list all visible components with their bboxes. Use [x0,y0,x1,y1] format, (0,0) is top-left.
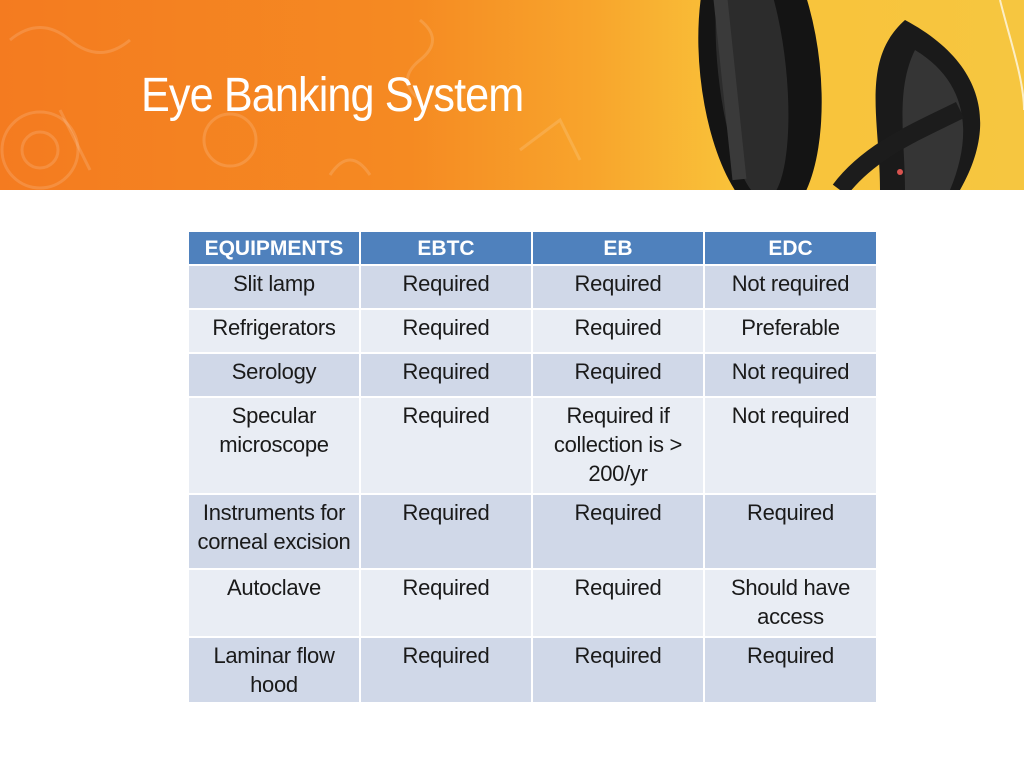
table-row: Laminar flow hood Required Required Requ… [187,636,878,704]
cell-edc: Not required [703,396,878,495]
header-eb: EB [531,230,705,266]
table-header-row: EQUIPMENTS EBTC EB EDC [187,230,878,266]
cell-equipment: Serology [187,352,361,398]
cell-edc: Preferable [703,308,878,354]
table-row: Serology Required Required Not required [187,352,878,398]
cell-eb: Required [531,352,705,398]
cell-edc: Not required [703,264,878,310]
equipment-table: EQUIPMENTS EBTC EB EDC Slit lamp Require… [187,230,878,704]
slide-title: Eye Banking System [141,69,524,122]
cell-edc: Required [703,636,878,704]
cell-equipment: Refrigerators [187,308,361,354]
cell-equipment: Autoclave [187,568,361,638]
cell-eb: Required [531,493,705,570]
table-row: Autoclave Required Required Should have … [187,568,878,638]
cell-equipment: Laminar flow hood [187,636,361,704]
cell-eb: Required [531,264,705,310]
cell-ebtc: Required [359,308,533,354]
header-edc: EDC [703,230,878,266]
cell-ebtc: Required [359,264,533,310]
cell-ebtc: Required [359,568,533,638]
banner-decoration [0,0,1024,190]
cell-equipment: Instruments for corneal excision [187,493,361,570]
cell-eb: Required [531,636,705,704]
header-equipments: EQUIPMENTS [187,230,361,266]
cell-edc: Should have access [703,568,878,638]
cell-eb: Required [531,568,705,638]
header-ebtc: EBTC [359,230,533,266]
cell-ebtc: Required [359,636,533,704]
cell-eb: Required if collection is > 200/yr [531,396,705,495]
cell-ebtc: Required [359,352,533,398]
table-row: Slit lamp Required Required Not required [187,264,878,310]
cell-edc: Required [703,493,878,570]
table-row: Specular microscope Required Required if… [187,396,878,495]
title-banner: Eye Banking System [0,0,1024,190]
cell-eb: Required [531,308,705,354]
cell-edc: Not required [703,352,878,398]
table-row: Instruments for corneal excision Require… [187,493,878,570]
cell-ebtc: Required [359,493,533,570]
cell-equipment: Specular microscope [187,396,361,495]
table-row: Refrigerators Required Required Preferab… [187,308,878,354]
cell-ebtc: Required [359,396,533,495]
headphones-icon [698,0,1024,190]
cell-equipment: Slit lamp [187,264,361,310]
